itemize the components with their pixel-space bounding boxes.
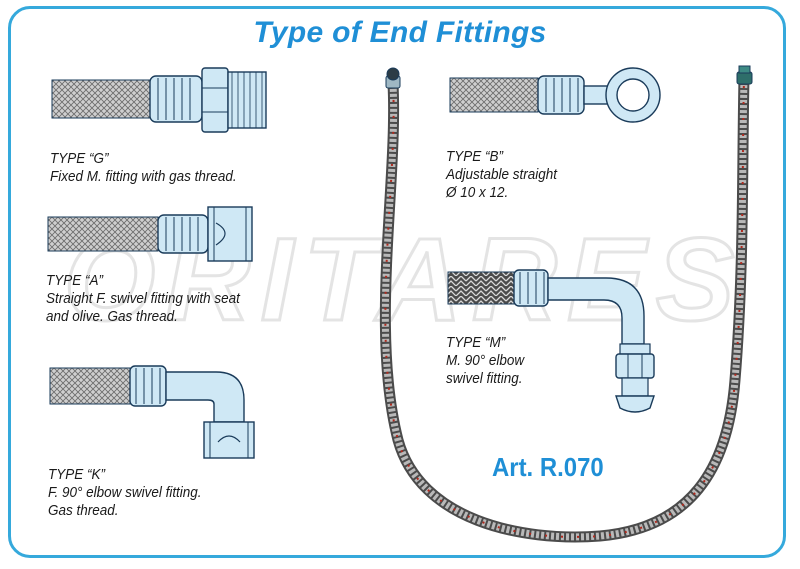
fitting-g-type: TYPE “G” (50, 151, 109, 167)
fitting-a-illustration (47, 206, 253, 262)
fitting-b-desc-line2: Ø 10 x 12. (446, 185, 509, 201)
fitting-b-illustration (449, 67, 661, 123)
article-number: Art. R.070 (492, 452, 604, 482)
fitting-k-illustration (49, 365, 255, 459)
fitting-a-desc-line2: and olive. Gas thread. (46, 309, 178, 325)
fitting-g-desc-line1: Fixed M. fitting with gas thread. (50, 169, 237, 185)
fitting-k-label: TYPE “K” F. 90° elbow swivel fitting. Ga… (48, 466, 202, 520)
fitting-b-type: TYPE “B” (446, 149, 503, 165)
fitting-b-desc-line1: Adjustable straight (446, 167, 557, 183)
fitting-g-label: TYPE “G” Fixed M. fitting with gas threa… (50, 150, 237, 186)
fitting-k-type: TYPE “K” (48, 467, 105, 483)
fitting-g-illustration (51, 67, 267, 133)
page-title: Type of End Fittings (253, 16, 547, 49)
fitting-m-label: TYPE “M” M. 90° elbow swivel fitting. (446, 334, 524, 388)
fitting-b-label: TYPE “B” Adjustable straight Ø 10 x 12. (446, 148, 557, 202)
fitting-k-desc-line1: F. 90° elbow swivel fitting. (48, 485, 202, 501)
fitting-m-desc-line1: M. 90° elbow (446, 353, 525, 369)
hose-end-left (385, 67, 401, 89)
fitting-a-type: TYPE “A” (46, 273, 103, 289)
fitting-k-desc-line2: Gas thread. (48, 503, 119, 519)
fitting-m-illustration (447, 269, 655, 413)
fitting-m-type: TYPE “M” (446, 335, 506, 351)
fitting-m-desc-line2: swivel fitting. (446, 371, 523, 387)
fitting-a-label: TYPE “A” Straight F. swivel fitting with… (46, 272, 240, 326)
hose-end-right (736, 65, 753, 85)
fitting-a-desc-line1: Straight F. swivel fitting with seat (46, 291, 240, 307)
